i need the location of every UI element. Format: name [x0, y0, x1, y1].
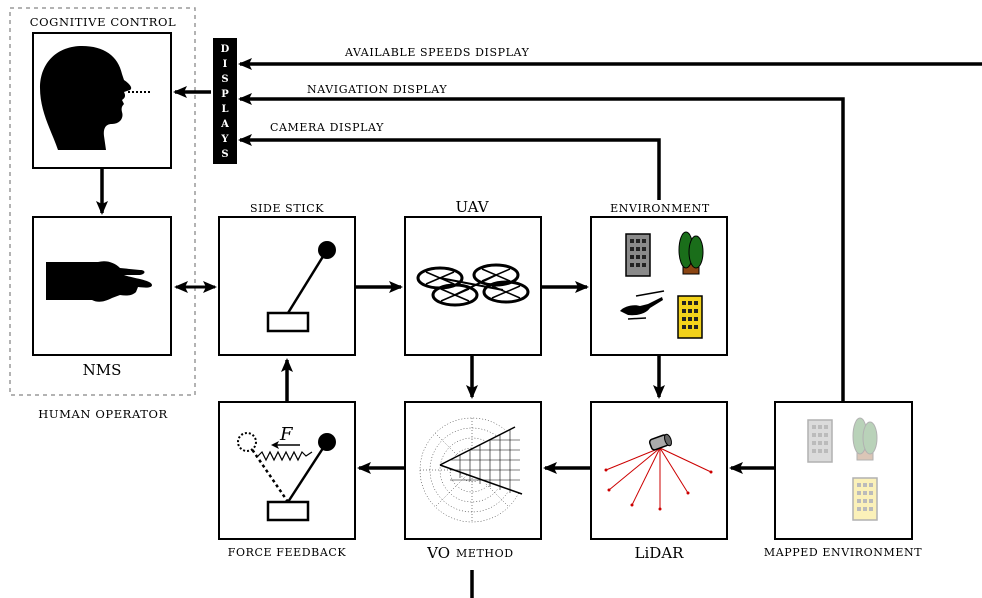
displays-letters: D I S P L A Y S	[220, 44, 230, 160]
svg-text:D: D	[221, 44, 230, 55]
tree-icon	[852, 417, 878, 461]
svg-text:I: I	[223, 59, 228, 70]
building-icon	[625, 233, 651, 277]
lidar-sensor-icon	[604, 433, 713, 511]
uav-label: UAV	[455, 198, 489, 216]
environment-block	[590, 216, 728, 356]
lidar-label: LiDAR	[635, 544, 685, 562]
svg-text:S: S	[221, 74, 228, 85]
force-symbol: F	[279, 424, 294, 445]
building-icon	[807, 419, 833, 463]
vo-method-label: VO	[426, 544, 450, 562]
hand-icon	[46, 261, 152, 302]
vo-method-label-suffix: METHOD	[456, 547, 514, 560]
side-stick-label: SIDE STICK	[250, 202, 324, 215]
building-icon	[852, 477, 878, 521]
quadrotor-icon	[416, 263, 530, 307]
side-stick-icon	[266, 241, 336, 333]
nms-label: NMS	[83, 361, 122, 379]
mapped-environment-block	[774, 401, 913, 540]
helicopter-icon	[620, 290, 665, 320]
svg-text:Y: Y	[220, 134, 229, 145]
cognitive-control-label: COGNITIVE CONTROL	[30, 15, 176, 29]
camera-display-label: CAMERA DISPLAY	[270, 121, 384, 134]
velocity-obstacle-icon	[419, 417, 525, 523]
human-operator-group	[9, 7, 196, 396]
svg-text:A: A	[220, 119, 229, 130]
camera-display-arrow	[238, 134, 661, 200]
building-icon	[677, 295, 703, 339]
svg-text:P: P	[221, 89, 229, 100]
side-stick-block	[218, 216, 356, 356]
force-feedback-label: FORCE FEEDBACK	[228, 546, 347, 559]
human-operator-label: HUMAN OPERATOR	[38, 407, 168, 421]
displays-bar	[213, 38, 237, 164]
tree-icon	[678, 231, 704, 275]
navigation-display-label: NAVIGATION DISPLAY	[307, 83, 447, 96]
available-speeds-label: AVAILABLE SPEEDS DISPLAY	[344, 46, 530, 59]
environment-label: ENVIRONMENT	[610, 202, 710, 215]
force-feedback-icon: F	[237, 424, 336, 522]
head-silhouette-icon	[40, 46, 152, 150]
lidar-block	[590, 401, 728, 540]
navigation-display-arrow	[238, 93, 845, 402]
mapped-environment-label: MAPPED ENVIRONMENT	[764, 546, 922, 559]
svg-text:S: S	[221, 149, 228, 160]
svg-text:L: L	[221, 104, 228, 115]
